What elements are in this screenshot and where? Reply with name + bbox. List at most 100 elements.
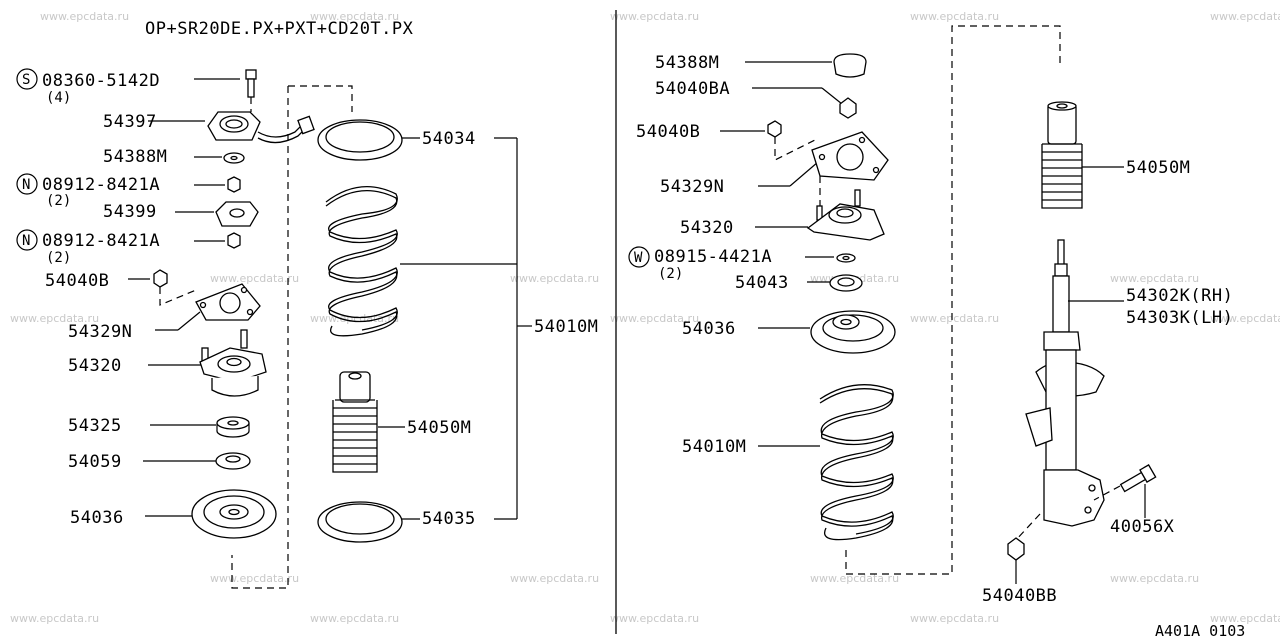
nut-icon: [153, 269, 168, 288]
watermark: www.epcdata.ru: [910, 312, 999, 325]
callout-54043: 54043: [735, 273, 863, 293]
coil-spring-icon: [819, 384, 894, 541]
part-number-54035: 54035: [422, 509, 476, 529]
callout-54050m-left: 54050M: [378, 418, 471, 438]
callout-54010m-right: 54010M: [682, 437, 820, 457]
watermark: www.epcdata.ru: [1110, 272, 1199, 285]
part-number-54050m-right: 54050M: [1126, 158, 1190, 178]
bolt-icon: [1119, 464, 1157, 493]
part-number-54397: 54397: [103, 112, 157, 132]
diagram-code: A401A 0103: [1155, 622, 1245, 640]
bolt-icon: [245, 69, 257, 112]
part-number-54043: 54043: [735, 273, 789, 293]
part-number-54302k: 54302K(RH): [1126, 286, 1233, 306]
watermark: www.epcdata.ru: [10, 312, 99, 325]
nut2-quantity: (2): [46, 250, 71, 266]
standard-part-n-icon: [16, 229, 38, 251]
part-number-54329n-right: 54329N: [660, 177, 724, 197]
part-number-40056x: 40056X: [1110, 517, 1175, 537]
washer-part-number: 08915-4421A: [654, 247, 772, 267]
callout-54050m-right: 54050M: [1082, 158, 1190, 178]
standard-part-s-icon: [16, 68, 38, 90]
symbol-s: S: [22, 72, 30, 88]
assembly-bracket: 54010M: [516, 138, 598, 519]
watermark: www.epcdata.ru: [1210, 10, 1280, 23]
bolt-quantity: (4): [46, 90, 71, 106]
symbol-n: N: [22, 177, 30, 193]
nut-icon: [839, 97, 857, 119]
watermark: www.epcdata.ru: [610, 612, 699, 625]
callout-54059: 54059: [68, 452, 251, 472]
watermark: www.epcdata.ru: [210, 572, 299, 585]
bolt-part-number: 08360-5142D: [42, 71, 160, 91]
nut1-quantity: (2): [46, 193, 71, 209]
washer-callout: W 08915-4421A (2): [628, 246, 856, 282]
watermark: www.epcdata.ru: [1210, 312, 1280, 325]
callout-54320: 54320: [68, 356, 202, 376]
assembly-dash-line: [845, 25, 1061, 575]
watermark: www.epcdata.ru: [610, 10, 699, 23]
watermark: www.epcdata.ru: [610, 312, 699, 325]
nut2-part-number: 08912-8421A: [42, 231, 160, 251]
nut-icon: [767, 120, 782, 138]
nut1-part-number: 08912-8421A: [42, 175, 160, 195]
part-number-54320: 54320: [68, 356, 122, 376]
part-number-54040b-right: 54040B: [636, 122, 700, 142]
part-number-54010m: 54010M: [534, 317, 598, 337]
strut-mount-icon: [199, 329, 267, 397]
watermark: www.epcdata.ru: [40, 10, 129, 23]
bump-boot-icon: [1041, 101, 1083, 209]
upper-insulator-icon: [317, 119, 403, 161]
standard-part-n-icon: [16, 173, 38, 195]
part-number-54303k: 54303K(LH): [1126, 308, 1233, 328]
part-number-54010m-right: 54010M: [682, 437, 746, 457]
mount-plate-icon: [811, 131, 889, 181]
callout-54329n: 54329N: [68, 311, 201, 342]
watermark-group: www.epcdata.ru www.epcdata.ru www.epcdat…: [10, 10, 1280, 625]
callout-54040b: 54040B: [45, 269, 197, 306]
watermark: www.epcdata.ru: [510, 272, 599, 285]
callout-54034: 54034: [402, 129, 517, 149]
watermark: www.epcdata.ru: [910, 10, 999, 23]
sensor-plate-icon: [207, 111, 315, 144]
part-number-54040b: 54040B: [45, 271, 109, 291]
watermark: www.epcdata.ru: [210, 272, 299, 285]
watermark: www.epcdata.ru: [310, 612, 399, 625]
watermark: www.epcdata.ru: [910, 612, 999, 625]
lower-insulator-icon: [317, 501, 403, 543]
part-number-54059: 54059: [68, 452, 122, 472]
callout-54325: 54325: [68, 416, 250, 438]
part-number-54034: 54034: [422, 129, 476, 149]
watermark: www.epcdata.ru: [510, 572, 599, 585]
part-number-54388m-right: 54388M: [655, 53, 719, 73]
part-number-54050m: 54050M: [407, 418, 471, 438]
callout-40056x: 40056X: [1093, 464, 1175, 537]
part-number-54399: 54399: [103, 202, 157, 222]
bump-boot-icon: [332, 371, 378, 473]
symbol-n: N: [22, 233, 30, 249]
callout-54302k: 54302K(RH) 54303K(LH): [1068, 286, 1233, 328]
callout-54388m-right: 54388M: [655, 53, 832, 73]
part-number-54040bb: 54040BB: [982, 586, 1057, 606]
symbol-w: W: [634, 250, 643, 266]
nut1-callout: N 08912-8421A (2): [16, 173, 241, 209]
mount-plate-icon: [195, 283, 261, 321]
part-number-54040ba: 54040BA: [655, 79, 730, 99]
spring-seat-icon: [810, 310, 896, 354]
bolt-callout: S 08360-5142D (4): [16, 68, 240, 106]
standard-part-w-icon: [628, 246, 650, 268]
callout-54399: 54399: [103, 201, 259, 227]
nut2-callout: N 08912-8421A (2): [16, 229, 241, 266]
callout-54320-right: 54320: [680, 218, 808, 238]
part-number-54036-right: 54036: [682, 319, 736, 339]
part-number-54036: 54036: [70, 508, 124, 528]
part-number-54329n: 54329N: [68, 322, 132, 342]
part-number-54320-right: 54320: [680, 218, 734, 238]
watermark: www.epcdata.ru: [810, 572, 899, 585]
callout-54388m: 54388M: [103, 147, 245, 167]
callout-54035: 54035: [402, 509, 517, 529]
callout-54036-right: 54036: [682, 319, 810, 339]
part-number-54388m: 54388M: [103, 147, 167, 167]
